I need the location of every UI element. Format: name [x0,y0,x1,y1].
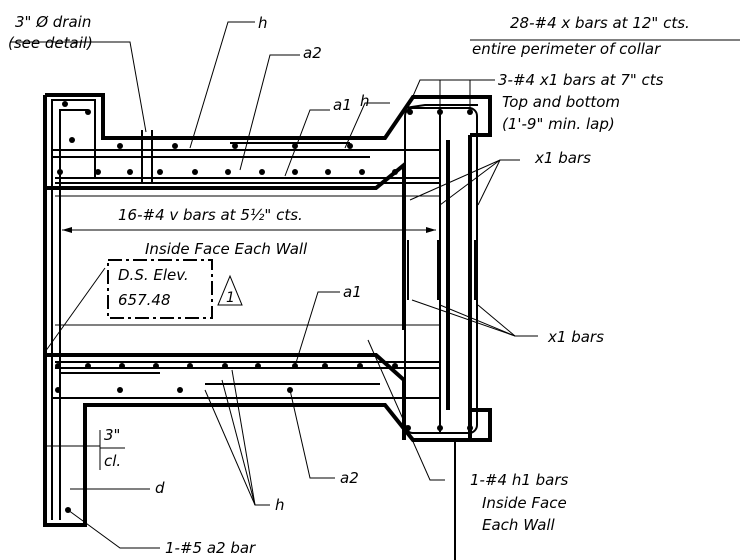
h1-bars-label-line1: 1-#4 h1 bars [470,471,569,489]
drain-label-line2: (see detail) [8,34,93,52]
rebar-lines [51,99,478,560]
x-bars-label-line1: 28-#4 x bars at 12" cts. [510,14,690,32]
top-slab-upper-outline [45,93,492,140]
drain-pipe [141,130,153,184]
bottom-slab-outline [43,330,490,527]
a1-label-low: a1 [343,283,362,301]
h1-bars-label-line2: Inside Face [482,494,567,512]
clear-label-line1: 3" [104,426,120,444]
x-bars-label-line2: entire perimeter of collar [472,40,661,58]
x1-bars-label-right-bot: x1 bars [547,328,604,346]
a2-label-low: a2 [340,469,359,487]
ds-elev-label-line1: D.S. Elev. [118,266,189,284]
ds-elev-label-line2: 657.48 [118,291,171,309]
rebar-collar-top [404,104,478,109]
x1-bars-label-line3: (1'-9" min. lap) [502,115,615,133]
labels: 3" Ø drain (see detail) h a2 a1 h 28-#4 … [8,13,690,557]
h-label-mid: h [360,92,370,110]
x1-bars-label-right-top: x1 bars [534,149,591,167]
leader-lines [10,21,740,549]
v-bars-label: 16-#4 v bars at 5½" cts. [118,206,303,224]
h-label-top: h [258,14,268,32]
d-label: d [155,479,165,497]
a2-label-top: a2 [303,44,322,62]
a1-label-top: a1 [333,96,352,114]
revision-tag: 1 [226,290,235,306]
x1-bars-label-line2: Top and bottom [502,93,620,111]
h1-bars-label-line3: Each Wall [482,516,556,534]
clear-label-line2: cl. [104,452,121,470]
x1-bars-label-line1: 3-#4 x1 bars at 7" cts [498,71,664,89]
drain-label-line1: 3" Ø drain [15,13,91,31]
revision-triangle [217,274,243,306]
a2-bar-label: 1-#5 a2 bar [165,539,256,557]
rebar-left-hook [51,99,96,520]
rebar-dots [55,101,473,513]
inside-face-label: Inside Face Each Wall [145,240,308,258]
h-label-low: h [275,496,285,514]
ds-elevation-box [107,259,243,319]
rebar-left-hook-2 [59,109,88,520]
